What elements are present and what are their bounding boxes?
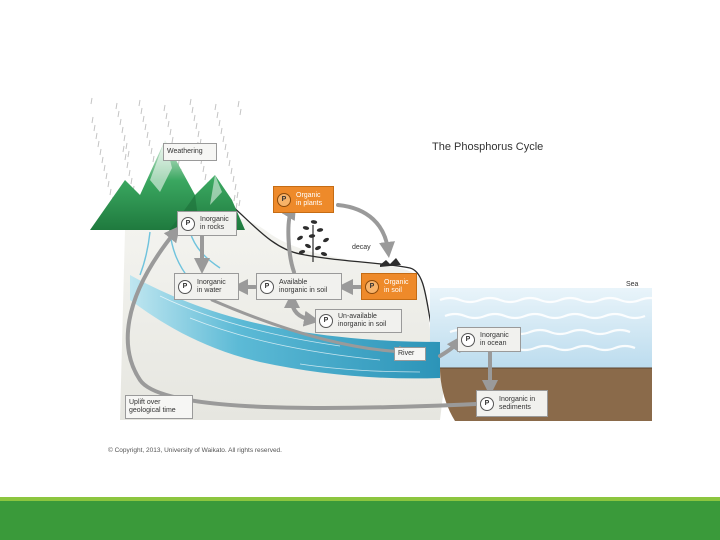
box-line1: Inorganic in (499, 395, 536, 403)
uplift-line2: geological time (129, 407, 176, 414)
arrow-sediments-to-rocks-uplift (125, 225, 478, 411)
decay-label: decay (352, 244, 371, 251)
box-line1: Organic (296, 191, 321, 199)
sea-label: Sea (626, 281, 639, 288)
box-line2: in plants (296, 199, 323, 207)
box-organic-in-soil: P Organic in soil (361, 273, 417, 300)
phosphorus-badge: P (277, 192, 291, 207)
phosphorus-badge: P (461, 332, 475, 347)
land-outline (224, 199, 443, 373)
box-line2: inorganic in soil (279, 286, 328, 294)
box-line2: in rocks (200, 223, 225, 231)
river-ripples (159, 295, 421, 373)
river (130, 275, 440, 379)
uplift-line1: Uplift over (129, 399, 161, 406)
slide-footer-bar (0, 497, 720, 540)
box-line2: in ocean (480, 339, 507, 347)
footer-band (0, 501, 720, 540)
uplift-label: Uplift over geological time (125, 395, 193, 419)
box-line1: Inorganic (480, 331, 509, 339)
weathering-text: Weathering (167, 148, 203, 155)
phosphorus-badge: P (480, 396, 494, 411)
phosphorus-badge: P (181, 216, 195, 231)
plant-icon (297, 220, 329, 262)
box-inorganic-in-water: P Inorganic in water (174, 273, 239, 300)
box-line2: in water (197, 286, 222, 294)
arrow-available-unavailable (284, 292, 320, 327)
box-inorganic-in-ocean: P Inorganic in ocean (457, 327, 521, 352)
phosphorus-badge: P (365, 279, 379, 294)
arrow-water-to-river (210, 298, 411, 358)
box-line1: Organic (384, 278, 409, 286)
box-line2: sediments (499, 403, 531, 411)
weathering-label: Weathering (163, 143, 217, 161)
diagram-title: The Phosphorus Cycle (432, 141, 544, 153)
decaying-plant-icon (380, 258, 401, 267)
box-line1: Inorganic (200, 215, 229, 223)
cycle-arrows (125, 203, 498, 411)
box-available-inorganic-in-soil: P Available inorganic in soil (256, 273, 342, 300)
phosphorus-badge: P (319, 314, 333, 328)
box-line2: inorganic in soil (338, 321, 387, 328)
footer-accent-stripe (0, 497, 720, 501)
box-organic-in-plants: P Organic in plants (273, 186, 334, 213)
river-text: River (398, 350, 415, 357)
box-line1: Available (279, 278, 308, 286)
phosphorus-badge: P (178, 279, 192, 294)
box-inorganic-in-rocks: P Inorganic in rocks (177, 211, 237, 236)
box-line2: in soil (384, 286, 402, 294)
box-inorganic-in-sediments: P Inorganic in sediments (476, 390, 548, 417)
arrow-soil-to-plants (281, 203, 297, 274)
arrow-plants-to-soil-decay (336, 203, 395, 258)
box-line1: Inorganic (197, 278, 226, 286)
phosphorus-badge: P (260, 279, 274, 294)
box-line1: Un-available (338, 313, 377, 320)
box-unavailable-inorganic-in-soil: P Un-available inorganic in soil (315, 309, 402, 333)
river-label: River (394, 347, 426, 361)
copyright-text: © Copyright, 2013, University of Waikato… (108, 447, 282, 454)
